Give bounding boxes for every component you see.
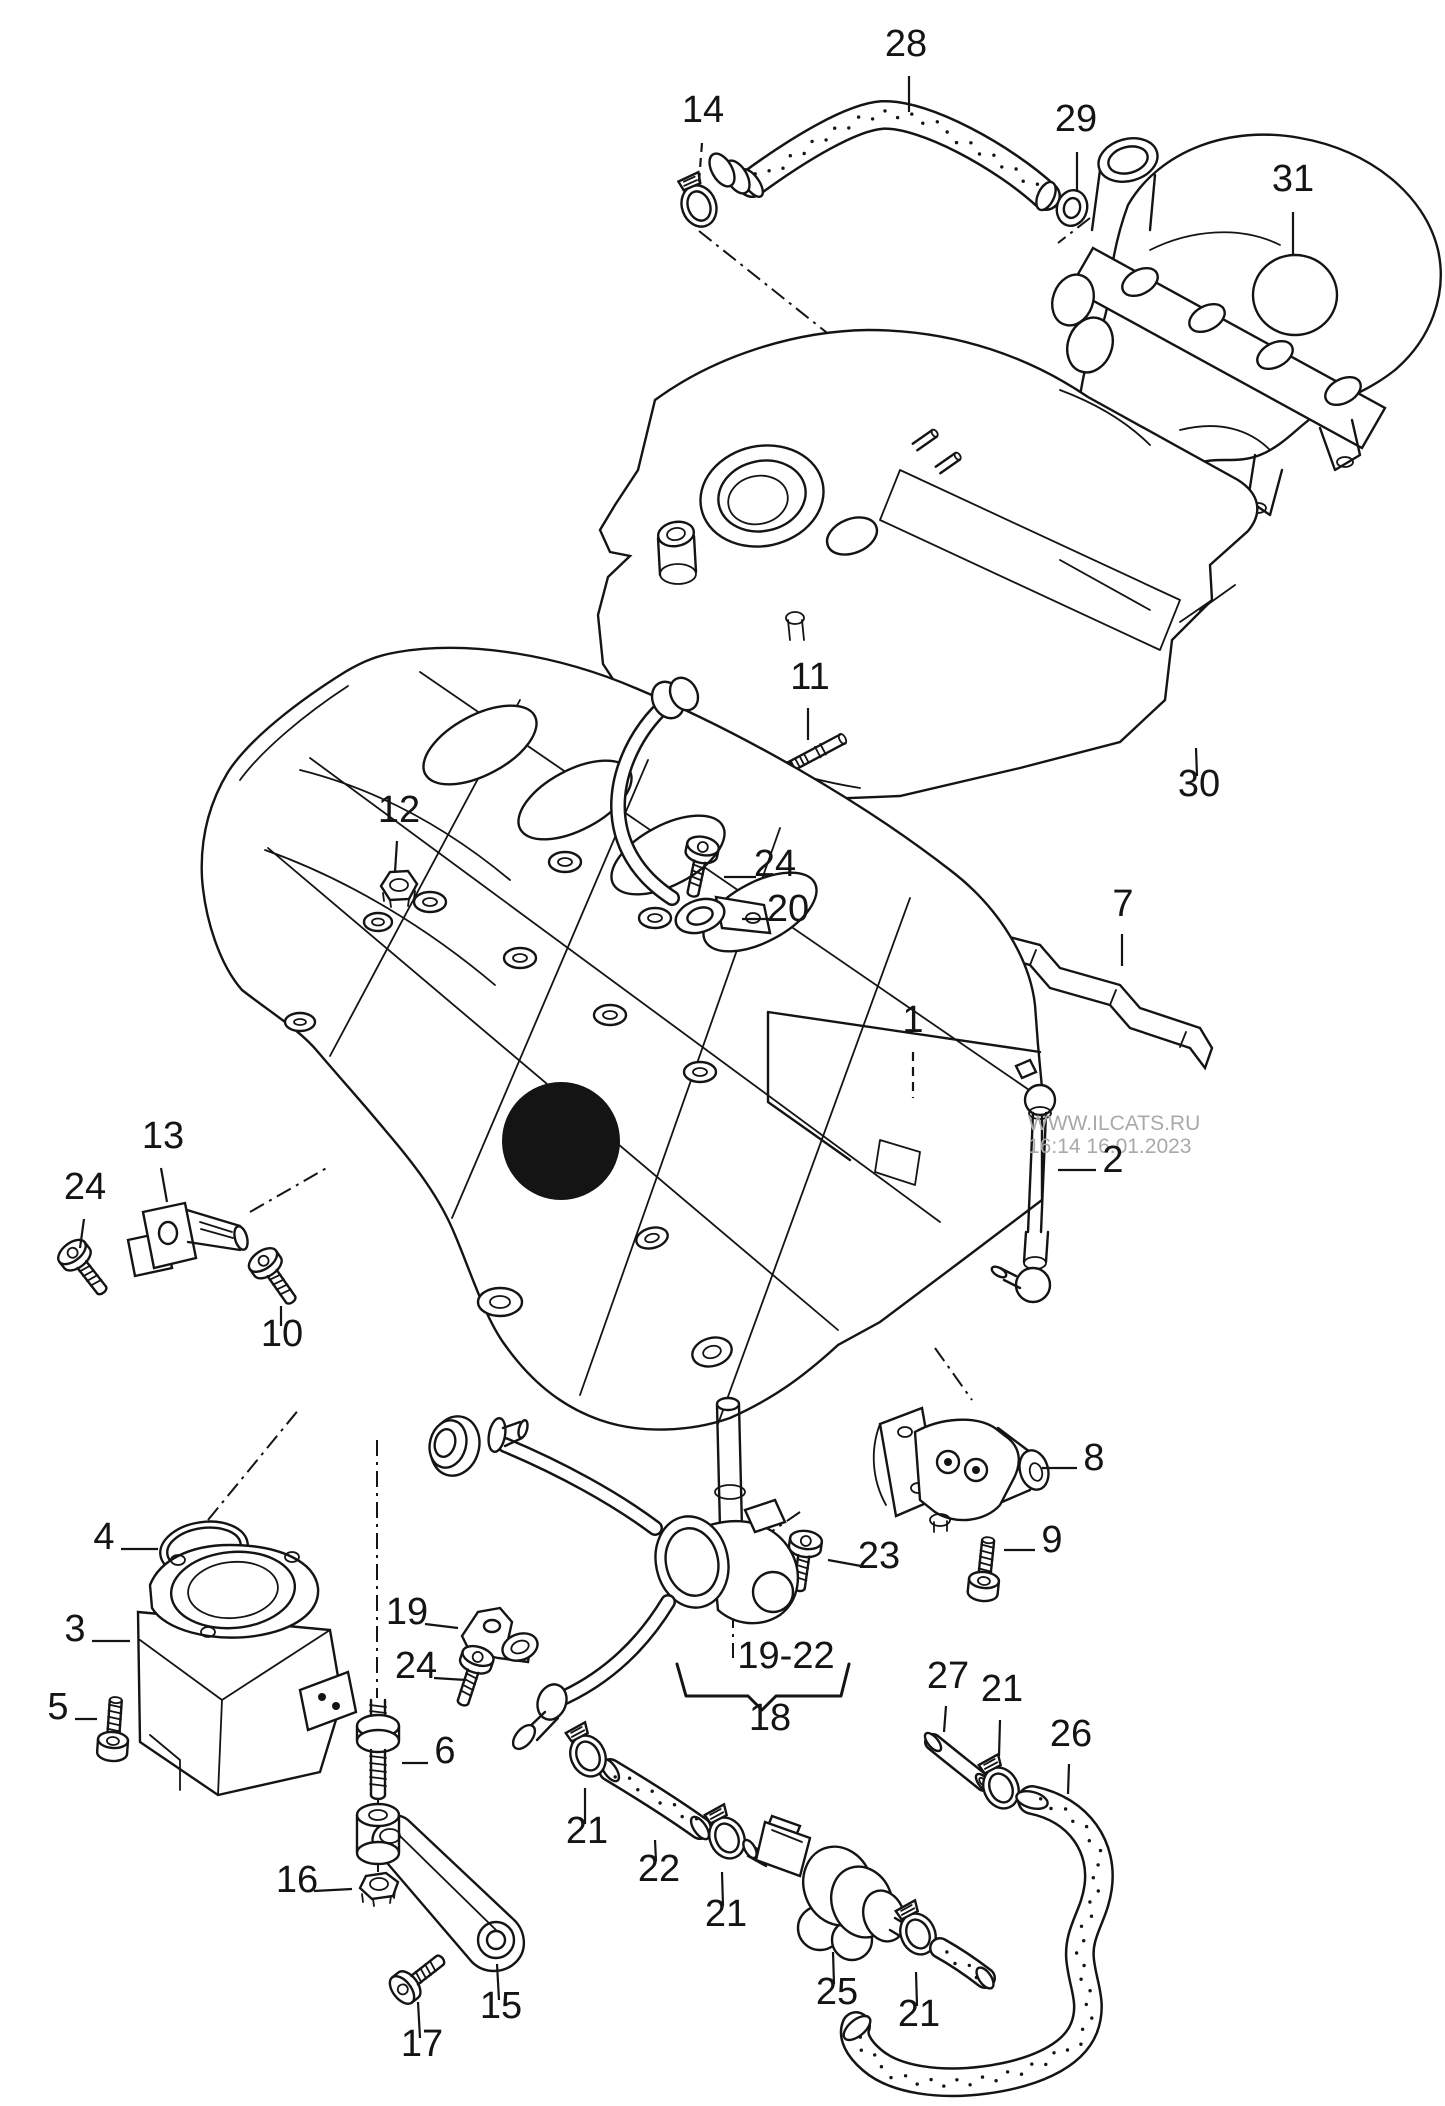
sensor-13 [126, 1201, 249, 1278]
seal-ring-29 [1055, 188, 1089, 228]
part-label-10: 10 [261, 1313, 303, 1355]
leader-line-14 [697, 142, 704, 183]
group-brace-19-22 [675, 1662, 851, 1712]
leader-line-30 [1194, 747, 1199, 777]
leader-line-21d [997, 1719, 1002, 1757]
watermark-line2: 16:14 16.01.2023 [1028, 1135, 1192, 1158]
leader-line-24c [433, 1676, 467, 1682]
screw-10 [243, 1242, 307, 1313]
valve-8 [872, 1406, 1050, 1533]
part-label-24c: 24 [395, 1645, 437, 1687]
part-label-19-22: 19-22 [737, 1635, 834, 1677]
part-label-7: 7 [1112, 883, 1133, 925]
part-label-2: 2 [1102, 1139, 1123, 1181]
hose-clamp-14 [670, 168, 724, 233]
breather-valve-assembly-18 [428, 1396, 799, 1751]
part-label-24a: 24 [754, 843, 796, 885]
part-label-17: 17 [401, 2023, 443, 2065]
watermark-line1: WWW.ILCATS.RU [1028, 1112, 1200, 1135]
leader-line-27 [942, 1705, 948, 1733]
part-label-21b: 21 [705, 1893, 747, 1935]
part-label-31: 31 [1272, 158, 1314, 200]
part-label-9: 9 [1041, 1519, 1062, 1561]
part-label-3: 3 [64, 1608, 85, 1650]
leader-line-26 [1066, 1763, 1071, 1795]
nut-12 [379, 869, 419, 908]
part-label-15: 15 [480, 1985, 522, 2027]
leader-line-21b [720, 1871, 725, 1907]
part-label-13: 13 [142, 1115, 184, 1157]
hose-26 [839, 1785, 1114, 2098]
part-label-14: 14 [682, 89, 724, 131]
part-label-5: 5 [47, 1686, 68, 1728]
part-label-22: 22 [638, 1848, 680, 1890]
leader-line-17 [416, 2001, 422, 2039]
screw-5 [95, 1694, 133, 1764]
part-label-27: 27 [927, 1655, 969, 1697]
part-label-20: 20 [767, 888, 809, 930]
throttle-body-3 [136, 1543, 358, 1797]
part-label-21d: 21 [981, 1668, 1023, 1710]
screw-24-left [52, 1233, 118, 1304]
part-label-11: 11 [790, 656, 829, 698]
part-label-24b: 24 [64, 1166, 106, 1208]
manifold-unit-31 [1051, 133, 1442, 517]
leader-line-24b [78, 1218, 86, 1249]
part-label-23: 23 [858, 1535, 900, 1577]
vent-pipe-and-grommet-20 [610, 676, 772, 935]
part-label-19: 19 [386, 1591, 428, 1633]
hose-stub [929, 1937, 996, 1990]
part-label-6: 6 [434, 1730, 455, 1772]
part-label-21a: 21 [566, 1810, 608, 1852]
bushing-6 [355, 1802, 401, 1866]
screw-9 [965, 1534, 1005, 1604]
blanked-port-dot [502, 1082, 620, 1200]
leader-line-23 [827, 1558, 862, 1568]
intake-manifold-1 [200, 646, 1044, 1431]
part-label-4: 4 [93, 1516, 114, 1558]
leader-line-16 [313, 1887, 353, 1893]
leader-line-21c [914, 1971, 919, 2007]
valve-25 [742, 1814, 929, 1962]
part-label-28: 28 [885, 23, 927, 65]
leader-line-25 [831, 1951, 836, 1985]
support-rod-2 [990, 1058, 1057, 1304]
nut-16 [358, 1871, 400, 1907]
leader-line-19 [424, 1622, 459, 1630]
part-label-12: 12 [378, 789, 420, 831]
part-label-26: 26 [1050, 1713, 1092, 1755]
part-label-8: 8 [1083, 1437, 1104, 1479]
leader-line-13 [159, 1167, 169, 1203]
part-label-29: 29 [1055, 98, 1097, 140]
stud-6 [355, 1698, 401, 1801]
leader-line-15 [495, 1963, 501, 2001]
screw-17 [383, 1944, 454, 2010]
part-label-25: 25 [816, 1971, 858, 2013]
part-label-30: 30 [1178, 763, 1220, 805]
hose-22 [598, 1757, 712, 1841]
breather-hose-28 [708, 100, 1061, 212]
part-label-18: 18 [749, 1697, 791, 1739]
part-label-21c: 21 [898, 1993, 940, 2035]
part-label-16: 16 [276, 1859, 318, 1901]
leader-line-22 [653, 1839, 658, 1862]
callout-layer: 1234567891011121314151617181919-22202121… [47, 23, 1314, 2065]
leader-line-12 [393, 840, 399, 873]
cylinder-head-cover-30 [596, 328, 1259, 802]
part-label-1: 1 [902, 999, 923, 1041]
screw-24-bottom [445, 1641, 498, 1712]
